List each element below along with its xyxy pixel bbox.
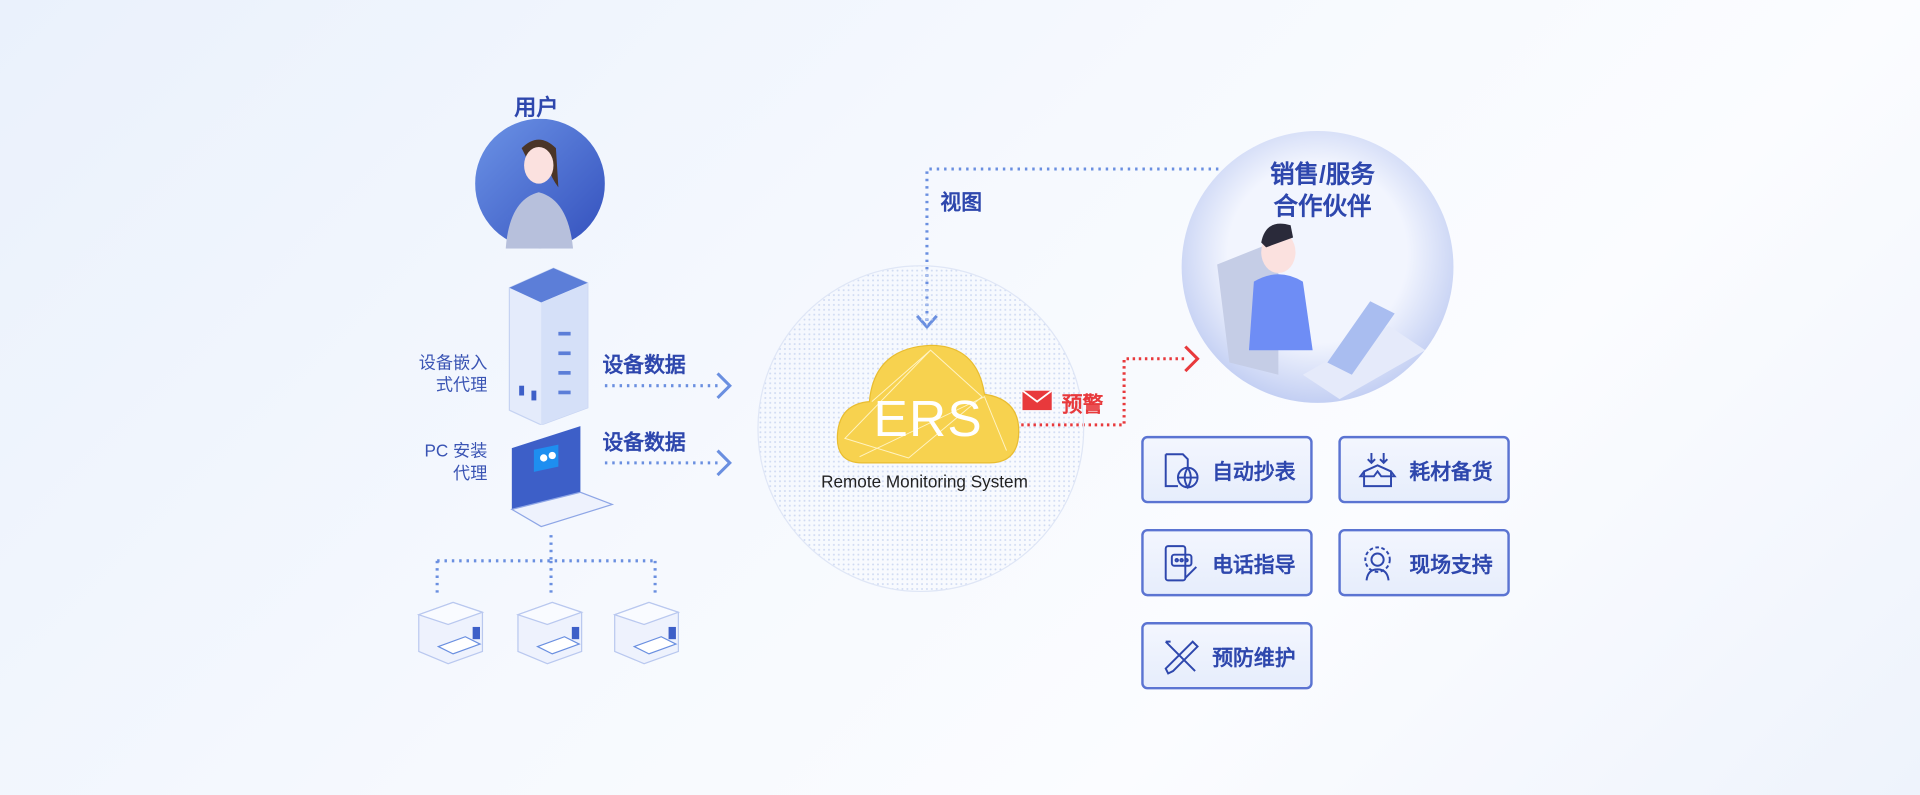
embedded-agent-line1: 设备嵌入 [418, 352, 488, 373]
pc-agent-line2: 代理 [453, 462, 488, 483]
user-avatar [475, 118, 605, 249]
tools-icon [1164, 639, 1199, 675]
partner-label-line1: 销售/服务 [1270, 161, 1375, 189]
copier-icon [508, 267, 589, 425]
service-label: 现场支持 [1409, 553, 1493, 577]
device-data-label-2: 设备数据 [602, 431, 686, 455]
alert-label: 预警 [1061, 393, 1104, 417]
view-line [925, 167, 1219, 321]
gear-engineer-icon [1364, 545, 1391, 580]
chevron-right-icon [716, 449, 732, 477]
document-globe-icon [1164, 452, 1199, 489]
device-data-label-1: 设备数据 [602, 353, 686, 378]
service-onsite-support[interactable]: 现场支持 [1338, 528, 1510, 597]
envelope-icon [1022, 390, 1052, 411]
printer-icon [416, 601, 485, 665]
service-phone-guidance[interactable]: 电话指导 [1141, 528, 1313, 597]
service-label: 预防维护 [1212, 646, 1296, 670]
pc-agent-line1: PC 安装 [424, 440, 488, 461]
user-label: 用户 [514, 95, 559, 121]
embedded-agent-line2: 式代理 [435, 374, 488, 395]
view-label: 视图 [940, 191, 983, 215]
service-label: 电话指导 [1212, 553, 1296, 577]
printers [416, 601, 679, 665]
partner-label-line2: 合作伙伴 [1273, 193, 1372, 221]
partner-avatar [1181, 131, 1454, 403]
embedded-agent-label: 设备嵌入 式代理 [392, 351, 488, 395]
laptop-agent-icon [510, 426, 615, 528]
service-label: 自动抄表 [1212, 460, 1296, 484]
chevron-right-icon [1184, 345, 1200, 373]
printer-icon [517, 601, 583, 665]
cloud-icon [836, 344, 1020, 464]
partner-label: 销售/服务 合作伙伴 [1237, 159, 1408, 223]
chevron-right-icon [716, 372, 732, 400]
service-consumables-stock[interactable]: 耗材备货 [1338, 435, 1510, 504]
box-arrows-icon [1358, 452, 1397, 487]
cloud-subtitle: Remote Monitoring System [821, 471, 1028, 492]
printer-icon [614, 601, 679, 665]
pc-agent-label: PC 安装 代理 [392, 440, 488, 484]
phone-chat-icon [1164, 544, 1198, 581]
service-label: 耗材备货 [1409, 460, 1493, 484]
service-preventive-maintenance[interactable]: 预防维护 [1141, 622, 1313, 690]
cloud-title: ERS [873, 389, 983, 447]
service-auto-meter-reading[interactable]: 自动抄表 [1141, 435, 1313, 504]
